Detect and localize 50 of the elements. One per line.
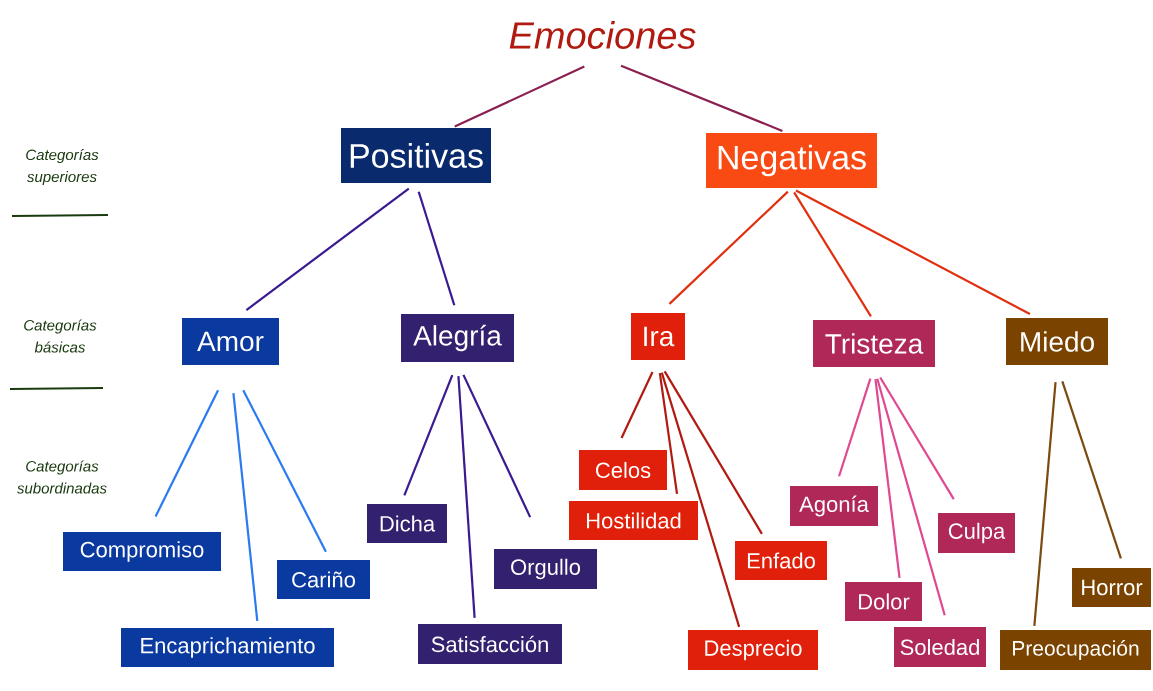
connector-line [154,389,220,518]
category-box: Celos [579,450,667,490]
category-box: Orgullo [494,549,597,589]
connector-line [462,374,532,518]
connector-line [403,374,454,496]
category-box: Desprecio [688,630,818,670]
connector-line [793,191,872,317]
connector-line [658,372,679,495]
connector-line [663,370,763,535]
category-box: Soledad [894,627,986,667]
category-box: Dicha [367,504,447,543]
connector-line [876,378,946,616]
category-box: Preocupación [1000,630,1151,670]
category-box: Alegría [401,314,514,362]
category-box: Miedo [1006,318,1108,365]
category-box: Amor [182,318,279,365]
connector-line [417,191,456,306]
category-box: Horror [1072,568,1151,607]
connector-line [874,378,901,578]
category-box: Cariño [277,560,370,599]
connector-line [242,389,327,553]
category-box: Dolor [845,582,922,621]
connector-line [620,64,783,132]
category-label: Categorías subordinadas [17,460,107,494]
connector-line [1033,382,1057,626]
category-label: Categorías superiores [26,148,99,186]
category-box: Tristeza [813,320,935,367]
category-box: Ira [631,313,685,360]
category-box: Positivas [341,128,491,183]
category-box: Enfado [735,541,827,580]
connector-line [245,187,410,311]
category-box: Encaprichamiento [121,628,334,667]
title-text: Emociones [509,21,696,49]
connector-line [1061,381,1122,559]
category-box: Satisfacción [418,624,562,664]
connector-line [457,376,476,618]
connector-line [795,189,1031,316]
connector-line [668,190,789,305]
category-box: Negativas [706,133,877,188]
category-label: Categorías básicas [24,319,97,353]
category-box: Compromiso [63,532,221,571]
category-box: Hostilidad [569,501,698,540]
connector-line [620,371,654,439]
connector-line [232,392,259,621]
category-box: Culpa [938,513,1015,553]
connector-line [454,65,585,128]
connector-line [838,378,872,477]
category-box: Agonía [790,486,878,526]
connector-line [660,372,741,628]
connector-line [879,376,955,500]
